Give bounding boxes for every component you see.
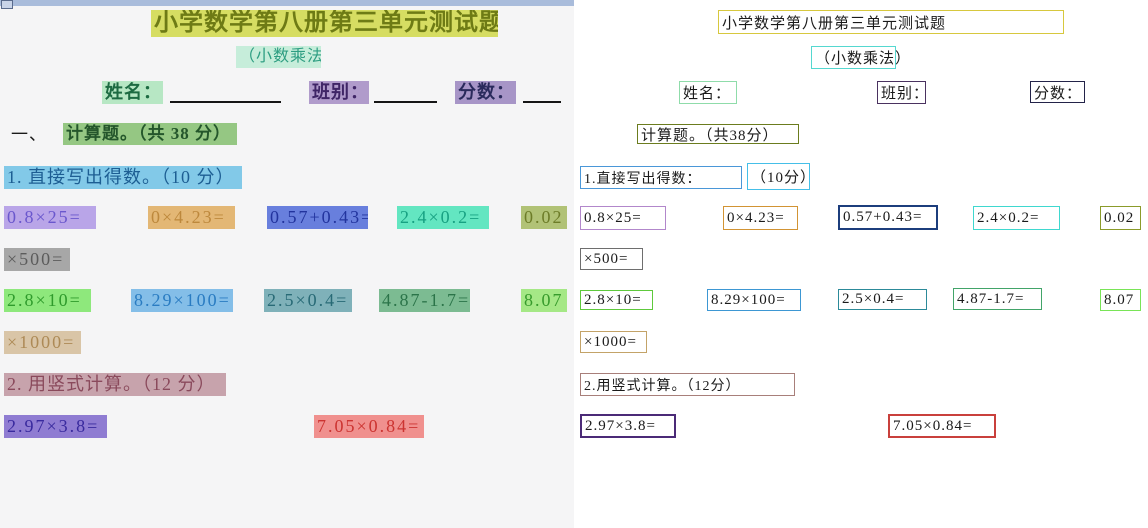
highlight-problem-8.29x100[interactable]: 8.29×100= (131, 289, 233, 312)
ocr-box-problem-2.5x0.4[interactable]: 2.5×0.4= (838, 289, 927, 310)
ocr-box-problem-2.97x3.8[interactable]: 2.97×3.8= (580, 414, 676, 438)
ocr-box-q2-title[interactable]: 2.用竖式计算。（12分） (580, 373, 795, 396)
ocr-box-score-label[interactable]: 分数： (1030, 81, 1085, 103)
highlight-q2-title[interactable]: 2. 用竖式计算。（12 分） (4, 373, 226, 396)
highlight-section-title[interactable]: 计算题。（共 38 分） (63, 123, 237, 145)
highlight-name-label[interactable]: 姓名： (102, 81, 163, 104)
ocr-box-problem-x500[interactable]: ×500= (580, 248, 643, 270)
section-number-text: 一、 (11, 125, 47, 144)
class-blank-underline (374, 101, 437, 103)
highlight-class-label[interactable]: 班别： (309, 81, 369, 104)
highlight-score-label[interactable]: 分数： (455, 81, 516, 104)
ocr-box-problem-2.8x10[interactable]: 2.8×10= (580, 290, 653, 310)
score-blank-underline (523, 101, 561, 103)
ocr-box-problem-2.4x0.2[interactable]: 2.4×0.2= (973, 206, 1060, 230)
highlight-problem-x500[interactable]: ×500= (4, 248, 70, 271)
highlight-problem-0.57+0.43[interactable]: 0.57+0.43= (267, 206, 368, 229)
document-panel: 小学数学第八册第三单元测试题 （小数乘法） 姓名： 班别： 分数： 一、 计算题… (0, 0, 574, 438)
highlight-problem-x1000[interactable]: ×1000= (4, 331, 81, 354)
highlight-title[interactable]: 小学数学第八册第三单元测试题 (151, 10, 498, 37)
ocr-box-problem-x1000[interactable]: ×1000= (580, 331, 647, 353)
highlight-problem-7.05x0.84[interactable]: 7.05×0.84= (314, 415, 424, 438)
window-title-bar (0, 0, 574, 6)
highlight-problem-0x4.23[interactable]: 0×4.23= (148, 206, 235, 229)
highlight-problem-4.87-1.7[interactable]: 4.87-1.7= (379, 289, 470, 312)
highlight-problem-8.07[interactable]: 8.07 (521, 289, 567, 312)
ocr-box-problem-7.05x0.84[interactable]: 7.05×0.84= (888, 414, 996, 438)
highlight-problem-2.97x3.8[interactable]: 2.97×3.8= (4, 415, 107, 438)
highlight-problem-0.8x25[interactable]: 0.8×25= (4, 206, 96, 229)
ocr-box-problem-0.02[interactable]: 0.02 (1100, 206, 1141, 230)
ocr-box-problem-0x4.23[interactable]: 0×4.23= (723, 206, 798, 230)
highlight-q1-title[interactable]: 1. 直接写出得数。（10 分） (4, 166, 242, 189)
ocr-box-problem-8.07[interactable]: 8.07 (1100, 289, 1141, 311)
ocr-box-problem-4.87-1.7[interactable]: 4.87-1.7= (953, 288, 1042, 310)
ocr-box-class-label[interactable]: 班别： (877, 81, 928, 104)
ocr-box-section-title[interactable]: 计算题。（共38分） (637, 124, 799, 144)
highlight-problem-2.4x0.2[interactable]: 2.4×0.2= (397, 206, 489, 229)
ocr-box-subtitle[interactable]: （小数乘法） (811, 46, 910, 69)
ocr-box-problem-0.8x25[interactable]: 0.8×25= (580, 206, 666, 230)
highlight-problem-0.02[interactable]: 0.02 (521, 206, 567, 229)
ocr-box-name-label[interactable]: 姓名： (679, 81, 737, 104)
ocr-box-q1-points[interactable]: （10分） (747, 163, 815, 190)
window-corner-icon[interactable] (1, 0, 13, 9)
highlight-problem-2.5x0.4[interactable]: 2.5×0.4= (264, 289, 352, 312)
ocr-box-title[interactable]: 小学数学第八册第三单元测试题 (718, 10, 1064, 34)
ocr-box-problem-8.29x100[interactable]: 8.29×100= (707, 289, 801, 311)
ocr-box-q1-title[interactable]: 1.直接写出得数： (580, 166, 742, 189)
ocr-box-problem-0.57+0.43[interactable]: 0.57+0.43= (838, 205, 938, 230)
highlight-subtitle[interactable]: （小数乘法） (236, 46, 321, 68)
name-blank-underline (170, 101, 281, 103)
ocr-result-panel: 小学数学第八册第三单元测试题 （小数乘法） 姓名： 班别： 分数： 计算题。（共… (574, 0, 1148, 528)
highlight-problem-2.8x10[interactable]: 2.8×10= (4, 289, 91, 312)
